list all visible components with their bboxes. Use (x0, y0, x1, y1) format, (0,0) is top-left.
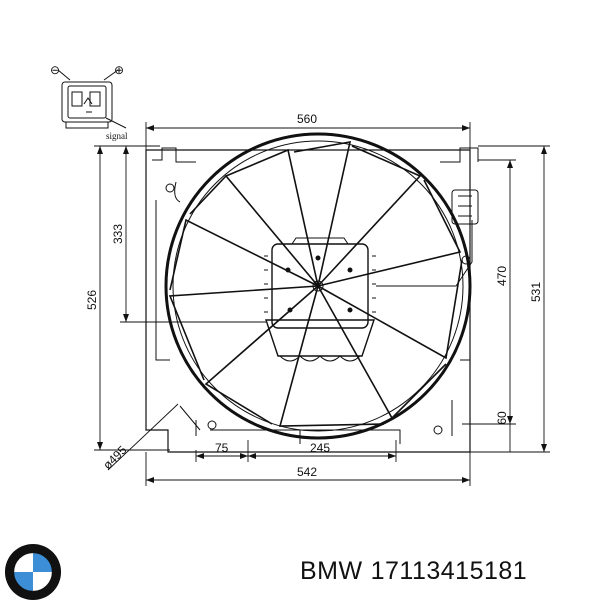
dim-bolt-span: 245 (310, 441, 330, 455)
dim-diameter: ø495 (100, 443, 129, 472)
bmw-roundel-icon (4, 543, 62, 601)
dimension-arrows (97, 125, 547, 483)
minus-terminal-icon: ⊖ (50, 63, 60, 77)
dim-right-inner-height: 470 (495, 266, 509, 286)
dim-overall-width-bottom: 542 (297, 465, 317, 479)
dim-overall-width-top: 560 (297, 112, 317, 126)
signal-label: signal (106, 131, 128, 141)
connector-detail (57, 69, 127, 129)
dim-upper-height: 333 (111, 224, 125, 244)
dim-bolt-offset: 75 (215, 441, 229, 455)
dim-bottom-offset: 60 (495, 411, 509, 425)
dimension-lines (94, 122, 550, 486)
plus-terminal-icon: ⊕ (114, 63, 124, 77)
dim-right-outer-height: 531 (529, 282, 543, 302)
dim-left-height: 526 (85, 290, 99, 310)
part-number: 17113415181 (370, 557, 528, 585)
brand-label: BMW (300, 557, 363, 585)
fan-ring (164, 132, 472, 440)
motor-hub (264, 189, 479, 362)
